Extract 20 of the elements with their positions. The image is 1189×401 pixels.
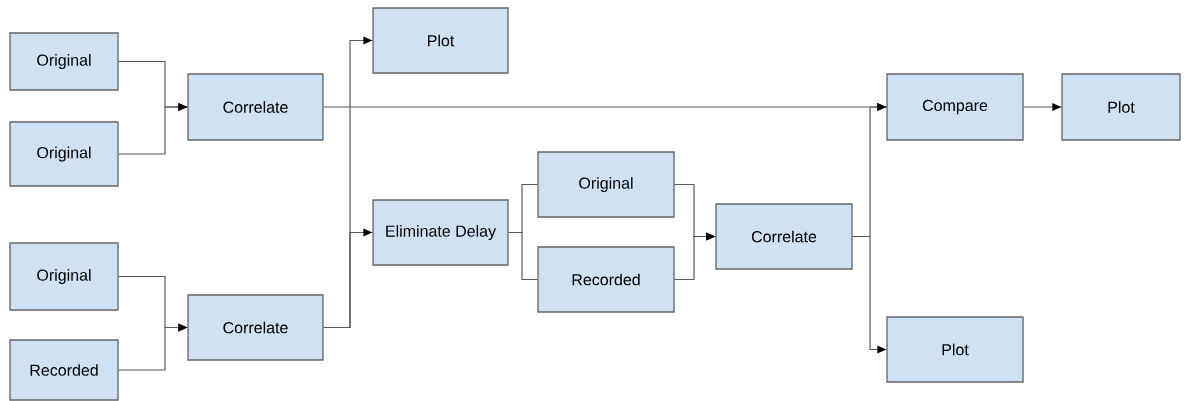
- process-box: Compare: [886, 73, 1024, 141]
- arrow: [323, 103, 887, 354]
- process-box: Recorded: [9, 339, 119, 401]
- process-box: Original: [9, 32, 119, 91]
- process-box: Plot: [886, 316, 1024, 383]
- arrow: [118, 60, 188, 155]
- arrow: [118, 275, 188, 371]
- process-box: Correlate: [187, 73, 324, 141]
- process-box: Recorded: [537, 246, 675, 313]
- process-box: Original: [9, 242, 119, 311]
- process-box: Correlate: [187, 294, 324, 361]
- arrow: [1023, 103, 1062, 111]
- arrow: [323, 36, 373, 329]
- arrow: [674, 183, 716, 281]
- process-box: Correlate: [715, 203, 853, 270]
- process-box: Original: [9, 121, 119, 187]
- process-box: Plot: [372, 7, 509, 74]
- process-box: Eliminate Delay: [372, 199, 509, 266]
- process-box: Original: [537, 151, 675, 218]
- process-box: Plot: [1061, 73, 1181, 141]
